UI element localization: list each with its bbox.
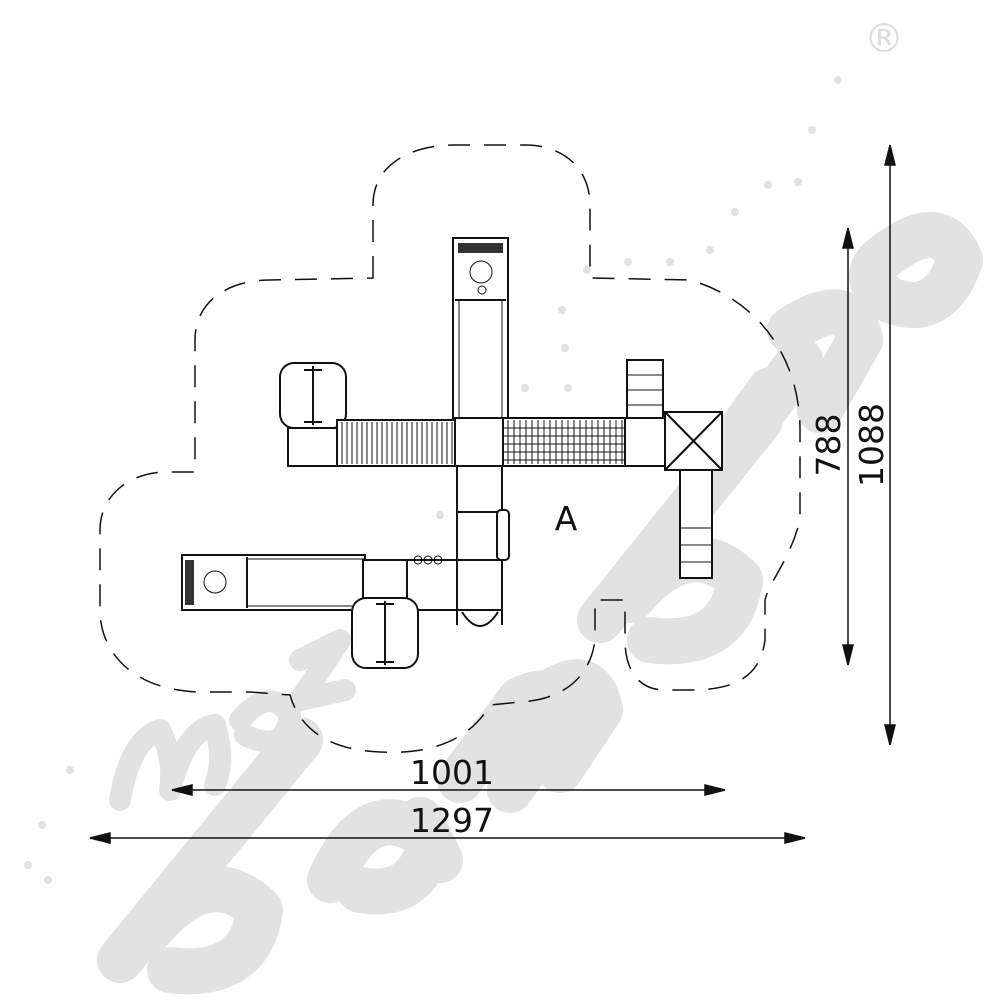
slide (679, 469, 713, 579)
play-structure (181, 237, 723, 669)
lower-ramp-logo (185, 560, 194, 605)
dimension-inner-height: 788 (809, 414, 848, 477)
vertical-posts (456, 466, 503, 625)
top-ramp-logo (458, 243, 503, 253)
registered-mark: ® (864, 16, 904, 62)
platform-center (454, 417, 504, 467)
watermark-bambino-shape (97, 212, 983, 995)
ladder (626, 359, 664, 419)
top-ramp (452, 237, 509, 419)
watermark-logo: ® (24, 16, 983, 995)
dimension-lines (89, 144, 896, 844)
platform-right (624, 417, 666, 467)
dimension-outer-height: 1088 (852, 403, 891, 487)
watermark-dots (24, 76, 842, 884)
climbing-wall (496, 509, 510, 561)
hanging-net (461, 611, 499, 627)
chain-rings (413, 555, 443, 565)
wheelchair-icon-lower (203, 570, 227, 594)
wheelchair-icon-top (469, 260, 493, 284)
dimension-inner-width: 1001 (410, 753, 494, 792)
zone-label: A (555, 499, 578, 538)
net-bridge (502, 417, 626, 467)
dimension-outer-width: 1297 (410, 801, 494, 840)
lower-ramp (181, 554, 366, 611)
